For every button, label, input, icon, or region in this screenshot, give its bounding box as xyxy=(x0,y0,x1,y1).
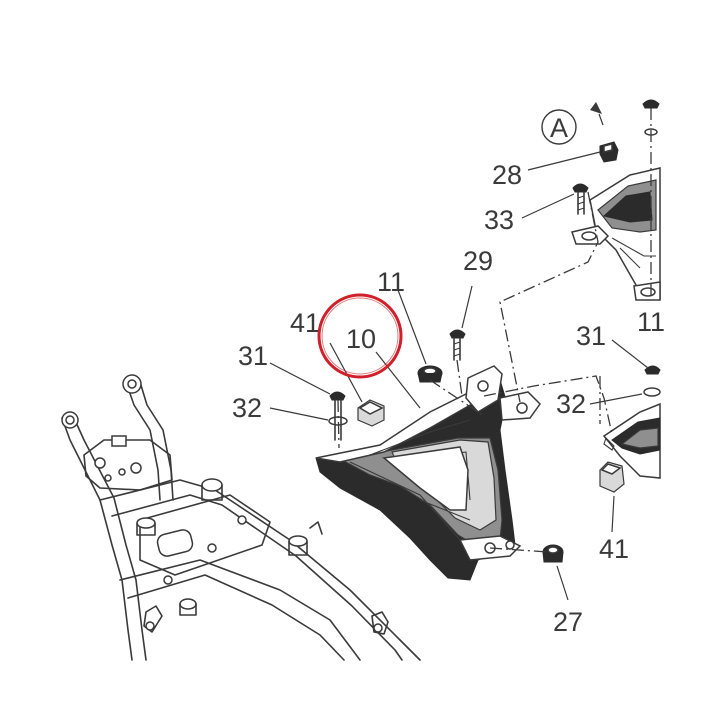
grommet-28 xyxy=(599,141,619,163)
screw-31-right xyxy=(643,365,661,397)
pad-41-right xyxy=(599,461,625,493)
callout-29: 29 xyxy=(463,246,493,276)
view-marker-a: A xyxy=(541,109,577,145)
grommet-27 xyxy=(542,544,564,563)
highlight-circle-inner xyxy=(321,297,399,375)
assembly-lines xyxy=(337,108,652,553)
screw-29 xyxy=(449,329,466,361)
right-side-panel xyxy=(602,402,661,479)
leader-lines xyxy=(269,102,649,601)
frame-assembly xyxy=(61,374,421,661)
callout-31-left: 31 xyxy=(238,341,268,371)
fairing-panel-10 xyxy=(315,365,541,581)
callout-11-right: 11 xyxy=(637,307,665,337)
screw-31-left xyxy=(328,391,348,441)
callout-labels: 28 33 29 11 11 41 10 31 32 31 32 41 27 xyxy=(232,160,665,637)
screw-33 xyxy=(572,183,589,215)
callout-11-center: 11 xyxy=(377,267,405,297)
callout-33: 33 xyxy=(484,205,514,235)
nut-clip-11 xyxy=(417,365,443,383)
callout-32-right: 32 xyxy=(556,389,586,419)
highlight-circle xyxy=(317,293,403,379)
upper-fairing-part xyxy=(571,167,661,301)
pad-41-left xyxy=(357,399,385,427)
callout-10: 10 xyxy=(346,324,376,354)
callout-31-right: 31 xyxy=(576,321,606,351)
callout-28: 28 xyxy=(492,160,522,190)
callout-41-right: 41 xyxy=(599,534,629,564)
view-marker-label: A xyxy=(550,113,568,143)
callout-27: 27 xyxy=(553,607,583,637)
callout-41-left: 41 xyxy=(290,308,320,338)
callout-32-left: 32 xyxy=(232,393,262,423)
